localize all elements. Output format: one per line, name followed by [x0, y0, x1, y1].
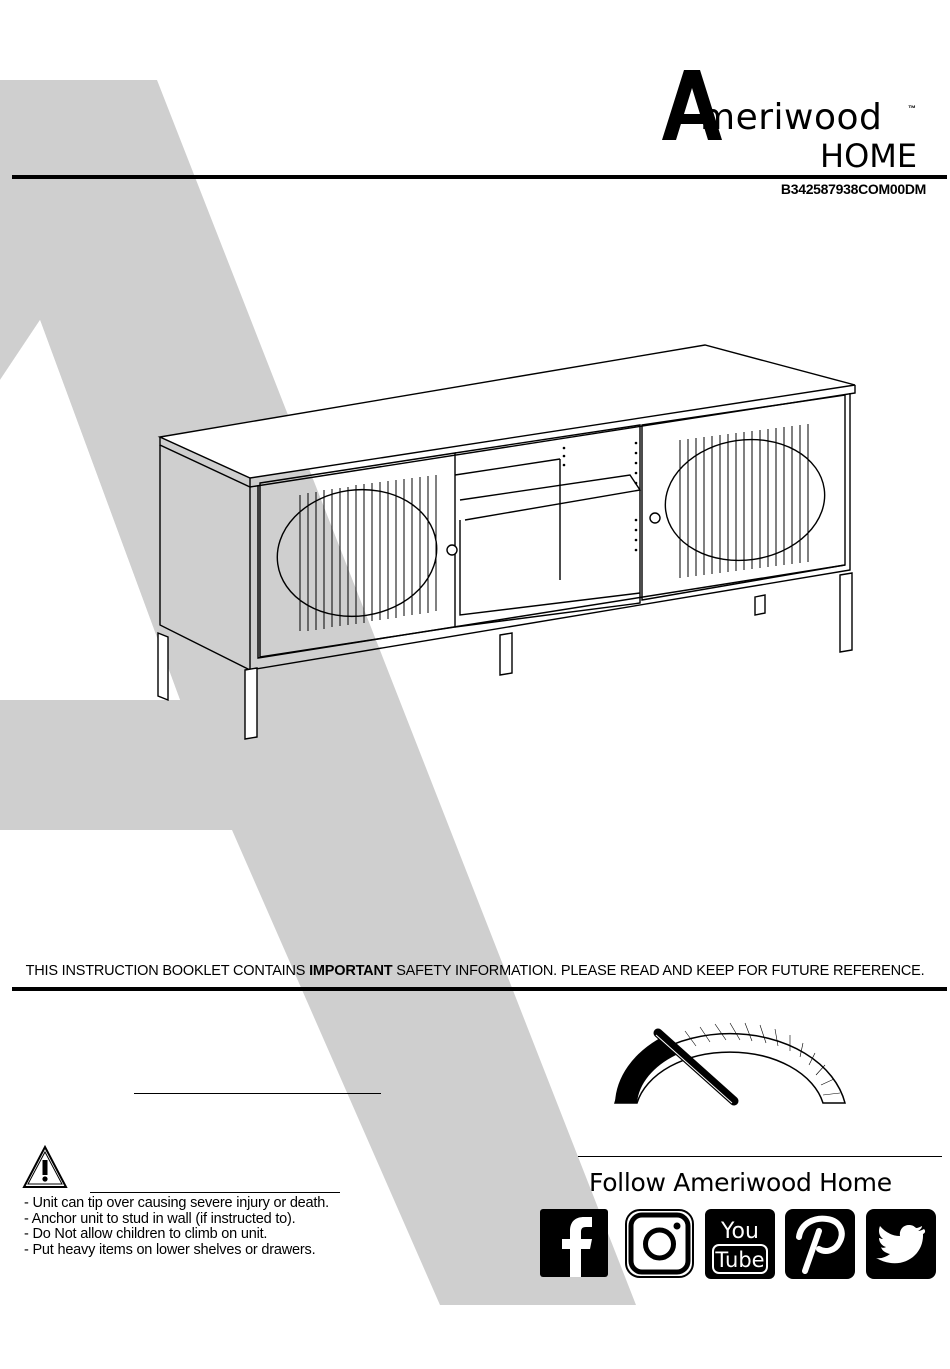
- warning-item: - Anchor unit to stud in wall (if instru…: [24, 1210, 296, 1227]
- warning-item: - Unit can tip over causing severe injur…: [24, 1195, 329, 1211]
- warning-list: - Unit can tip over causing severe injur…: [24, 1195, 329, 1258]
- warning-item: - Put heavy items on lower shelves or dr…: [24, 1241, 316, 1258]
- warning-item: - Do Not allow children to climb on unit…: [24, 1226, 268, 1242]
- safety-notice-suffix: SAFETY INFORMATION. PLEASE READ AND KEEP…: [392, 963, 925, 979]
- signature-line: [134, 1093, 381, 1094]
- instagram-icon[interactable]: [625, 1209, 695, 1279]
- header-rule: [12, 175, 947, 179]
- warning-rule: [90, 1192, 340, 1193]
- youtube-icon[interactable]: You Tube: [705, 1209, 775, 1279]
- pinterest-icon[interactable]: [785, 1209, 855, 1279]
- youtube-bottom-text: Tube: [714, 1248, 764, 1272]
- difficulty-gauge: [614, 1022, 846, 1106]
- follow-label: Follow Ameriwood Home: [589, 1168, 892, 1197]
- follow-rule: [578, 1156, 942, 1157]
- logo-word: meriwood: [700, 97, 883, 138]
- model-number: B342587938COM00DM: [780, 181, 926, 197]
- logo-trademark: ™: [908, 104, 916, 113]
- youtube-top-text: You: [720, 1219, 759, 1244]
- twitter-icon[interactable]: [866, 1209, 936, 1279]
- tv-stand-illustration: [157, 344, 856, 740]
- safety-notice-emphasis: IMPORTANT: [309, 963, 393, 979]
- safety-notice: THIS INSTRUCTION BOOKLET CONTAINS IMPORT…: [0, 963, 950, 979]
- safety-notice-prefix: THIS INSTRUCTION BOOKLET CONTAINS: [25, 963, 310, 979]
- safety-rule: [12, 987, 947, 991]
- logo-home: HOME: [820, 137, 918, 175]
- warning-triangle-icon: [22, 1145, 68, 1188]
- logo-a-mark: [662, 70, 722, 140]
- facebook-icon[interactable]: [540, 1209, 610, 1279]
